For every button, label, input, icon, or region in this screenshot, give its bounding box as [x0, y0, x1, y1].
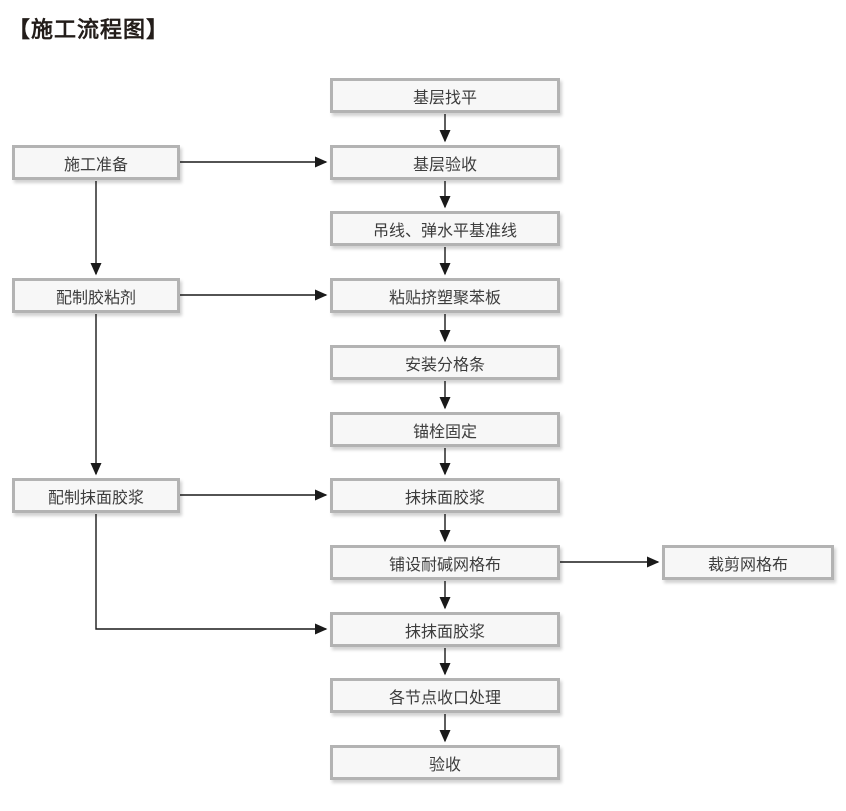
step-anchor-fixing: 锚栓固定 [330, 412, 560, 447]
step-base-leveling: 基层找平 [330, 78, 560, 113]
step-lay-alkali-mesh: 铺设耐碱网格布 [330, 545, 560, 580]
step-cut-mesh: 裁剪网格布 [662, 545, 834, 580]
page-title: 【施工流程图】 [8, 17, 170, 42]
step-prepare-adhesive: 配制胶粘剂 [12, 278, 180, 313]
step-apply-render-coat-2: 抹抹面胶浆 [330, 612, 560, 647]
arrow-mortar-to-render2 [95, 514, 328, 635]
step-paste-xps-board: 粘贴挤塑聚苯板 [330, 278, 560, 313]
step-final-acceptance: 验收 [330, 745, 560, 780]
step-prepare-render-mortar: 配制抹面胶浆 [12, 478, 180, 513]
step-hang-line-datum: 吊线、弹水平基准线 [330, 211, 560, 246]
step-apply-render-coat-1: 抹抹面胶浆 [330, 478, 560, 513]
step-install-division-strip: 安装分格条 [330, 345, 560, 380]
step-construction-prep: 施工准备 [12, 145, 180, 180]
step-base-acceptance: 基层验收 [330, 145, 560, 180]
step-node-closure: 各节点收口处理 [330, 678, 560, 713]
